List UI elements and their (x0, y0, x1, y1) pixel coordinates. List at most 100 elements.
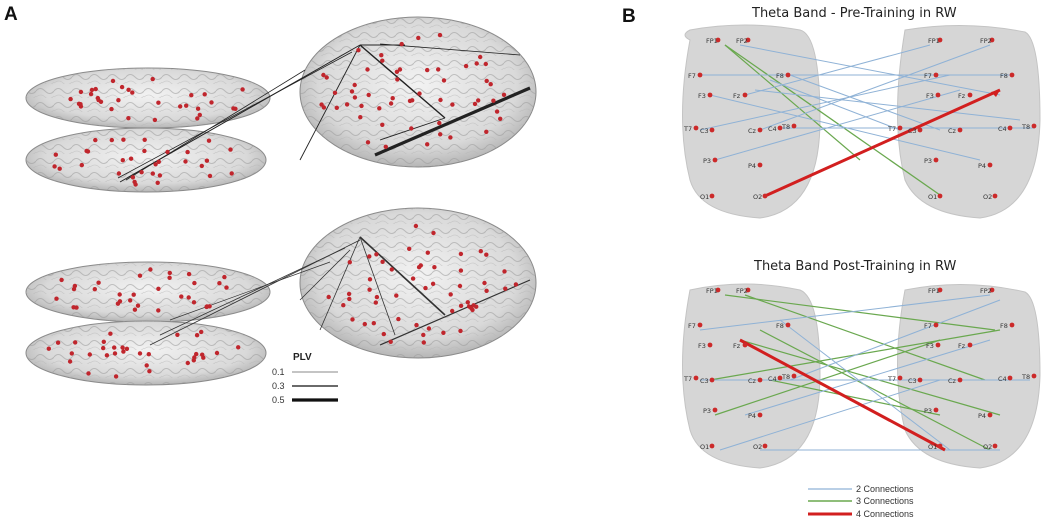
electrode-label: F3 (926, 92, 934, 100)
pre-training-title: Theta Band - Pre-Training in RW (751, 6, 957, 21)
electrode-dot (52, 164, 57, 169)
electrode-dot (414, 322, 419, 328)
electrode-dot (78, 89, 84, 95)
electrode-dot (185, 360, 190, 366)
electrode-dot (116, 171, 122, 176)
electrode-dot (347, 296, 352, 302)
electrode-dot (222, 274, 227, 280)
electrode-dot (54, 296, 59, 301)
legend-label-4: 4 Connections (856, 509, 914, 519)
electrode-dot (358, 115, 363, 120)
electrode-dot (742, 342, 748, 348)
electrode-label: F3 (926, 342, 934, 350)
electrode-label: C4 (998, 125, 1007, 133)
electrode-label: FP2 (980, 287, 992, 295)
electrode-dot (179, 294, 184, 299)
electrode-dot (153, 162, 158, 167)
electrode-dot (409, 126, 414, 131)
electrode-dot (137, 351, 143, 356)
electrode-dot (438, 132, 443, 137)
electrode-dot (935, 92, 941, 98)
electrode-label: P3 (924, 157, 932, 165)
electrode-dot (474, 61, 479, 66)
electrode-dot (693, 375, 699, 381)
electrode-dot (202, 92, 207, 97)
electrode-dot (498, 116, 503, 122)
electrode-dot (417, 91, 422, 96)
electrode-dot (933, 407, 939, 413)
electrode-dot (416, 35, 421, 41)
electrode-label: C4 (768, 375, 777, 383)
electrode-dot (757, 127, 763, 133)
electrode-dot (1031, 373, 1037, 379)
electrode-dot (438, 97, 443, 103)
electrode-label: F8 (776, 72, 784, 80)
electrode-dot (709, 193, 715, 199)
electrode-dot (394, 69, 400, 75)
electrode-dot (352, 82, 357, 88)
electrode-dot (101, 345, 106, 351)
electrode-dot (457, 283, 463, 289)
electrode-dot (458, 268, 464, 273)
electrode-dot (463, 63, 469, 69)
electrode-dot (184, 103, 189, 108)
electrode-dot (356, 48, 361, 53)
electrode-dot (194, 333, 200, 338)
post-training-title: Theta Band Post-Training in RW (753, 259, 956, 274)
electrode-dot (484, 78, 489, 84)
electrode-dot (204, 158, 210, 163)
electrode-dot (390, 96, 395, 101)
electrode-dot (142, 148, 147, 154)
electrode-dot (147, 369, 152, 374)
electrode-label: P4 (748, 412, 756, 420)
electrode-dot (167, 275, 172, 280)
electrode-dot (89, 87, 95, 93)
electrode-dot (989, 37, 995, 43)
electrode-dot (131, 292, 136, 297)
electrode-dot (128, 156, 134, 161)
electrode-dot (350, 317, 355, 322)
electrode-dot (745, 287, 751, 293)
electrode-dot (133, 182, 138, 187)
electrode-dot (484, 288, 489, 293)
electrode-dot (503, 286, 508, 291)
electrode-dot (785, 322, 791, 328)
electrode-label: FP1 (928, 37, 940, 45)
electrode-dot (458, 251, 464, 257)
electrode-dot (185, 149, 190, 155)
electrode-label: O1 (700, 193, 709, 201)
electrode-dot (441, 78, 447, 83)
connections-a-top (117, 43, 531, 183)
electrode-label: F3 (698, 342, 706, 350)
electrode-dot (57, 166, 62, 171)
electrode-dot (150, 76, 155, 82)
electrode-dot (917, 127, 923, 133)
electrode-label: FP1 (706, 37, 718, 45)
electrode-dot (142, 137, 147, 142)
electrode-dot (349, 89, 355, 94)
electrode-dot (117, 292, 122, 297)
electrode-dot (377, 106, 382, 111)
electrode-label: C3 (700, 377, 709, 385)
panel-a: PLV 0.1 0.3 0.5 (25, 16, 537, 405)
electrode-dot (144, 363, 149, 368)
electrode-dot (757, 377, 763, 383)
electrode-label: F3 (698, 92, 706, 100)
electrode-dot (362, 321, 367, 327)
electrode-dot (367, 254, 372, 259)
electrode-label: T7 (887, 125, 896, 133)
electrode-dot (121, 349, 126, 354)
electrode-label: Cz (948, 377, 957, 385)
electrode-label: T8 (1021, 123, 1030, 131)
electrode-dot (92, 287, 98, 292)
electrode-dot (84, 148, 89, 154)
electrode-dot (199, 329, 204, 335)
electrode-dot (101, 339, 107, 344)
electrode-dot (130, 90, 135, 95)
electrode-dot (388, 339, 393, 344)
electrode-dot (448, 292, 453, 297)
electrode-dot (474, 304, 479, 309)
electrode-dot (71, 286, 77, 292)
electrode-dot (112, 351, 118, 356)
